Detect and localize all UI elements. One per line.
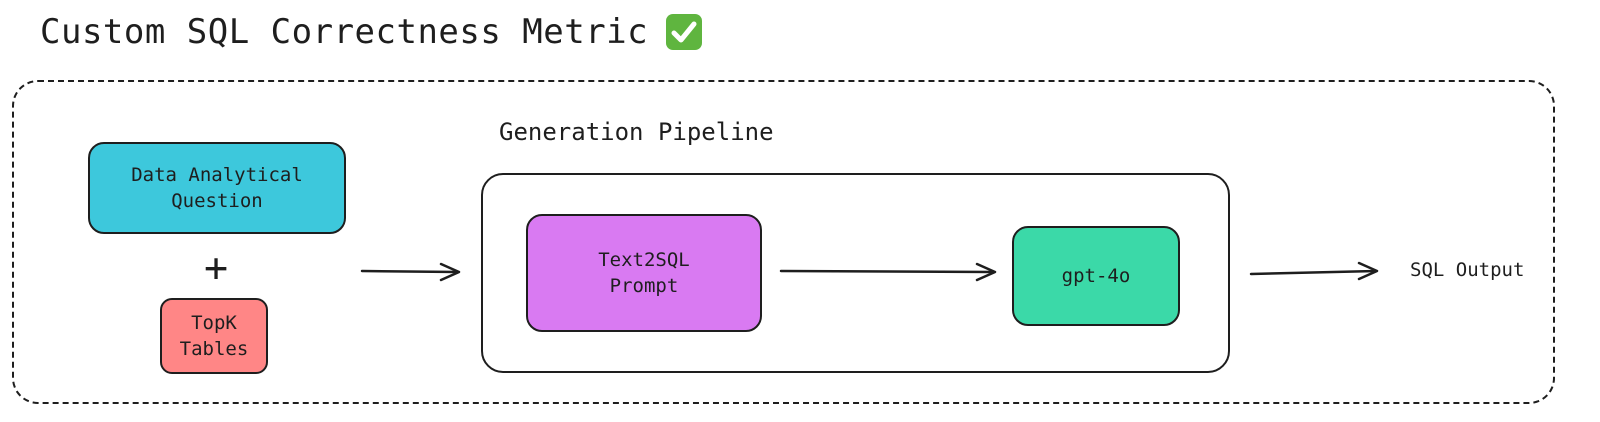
text2sql-prompt-label: Text2SQL Prompt: [598, 249, 690, 297]
data-analytical-question-label: Data Analytical Question: [131, 164, 303, 212]
sql-output-label: SQL Output: [1410, 259, 1525, 281]
diagram-title: Custom SQL Correctness Metric: [40, 8, 703, 56]
arrow-inputs-to-pipeline: [360, 262, 461, 282]
data-analytical-question-node: Data Analytical Question: [88, 142, 346, 234]
check-mark-icon: [666, 14, 703, 50]
topk-tables-node: TopK Tables: [160, 298, 268, 374]
gpt-4o-label: gpt-4o: [1061, 265, 1131, 287]
topk-tables-label: TopK Tables: [179, 312, 249, 360]
outer-dashed-container: [12, 80, 1555, 404]
diagram-title-text: Custom SQL Correctness Metric: [40, 12, 649, 52]
plus-symbol: +: [203, 245, 229, 291]
generation-pipeline-label: Generation Pipeline: [499, 118, 774, 146]
gpt-4o-node: gpt-4o: [1012, 226, 1180, 326]
arrow-pipeline-to-output: [1249, 261, 1379, 281]
text2sql-prompt-node: Text2SQL Prompt: [526, 214, 762, 332]
arrow-prompt-to-model: [779, 262, 997, 282]
